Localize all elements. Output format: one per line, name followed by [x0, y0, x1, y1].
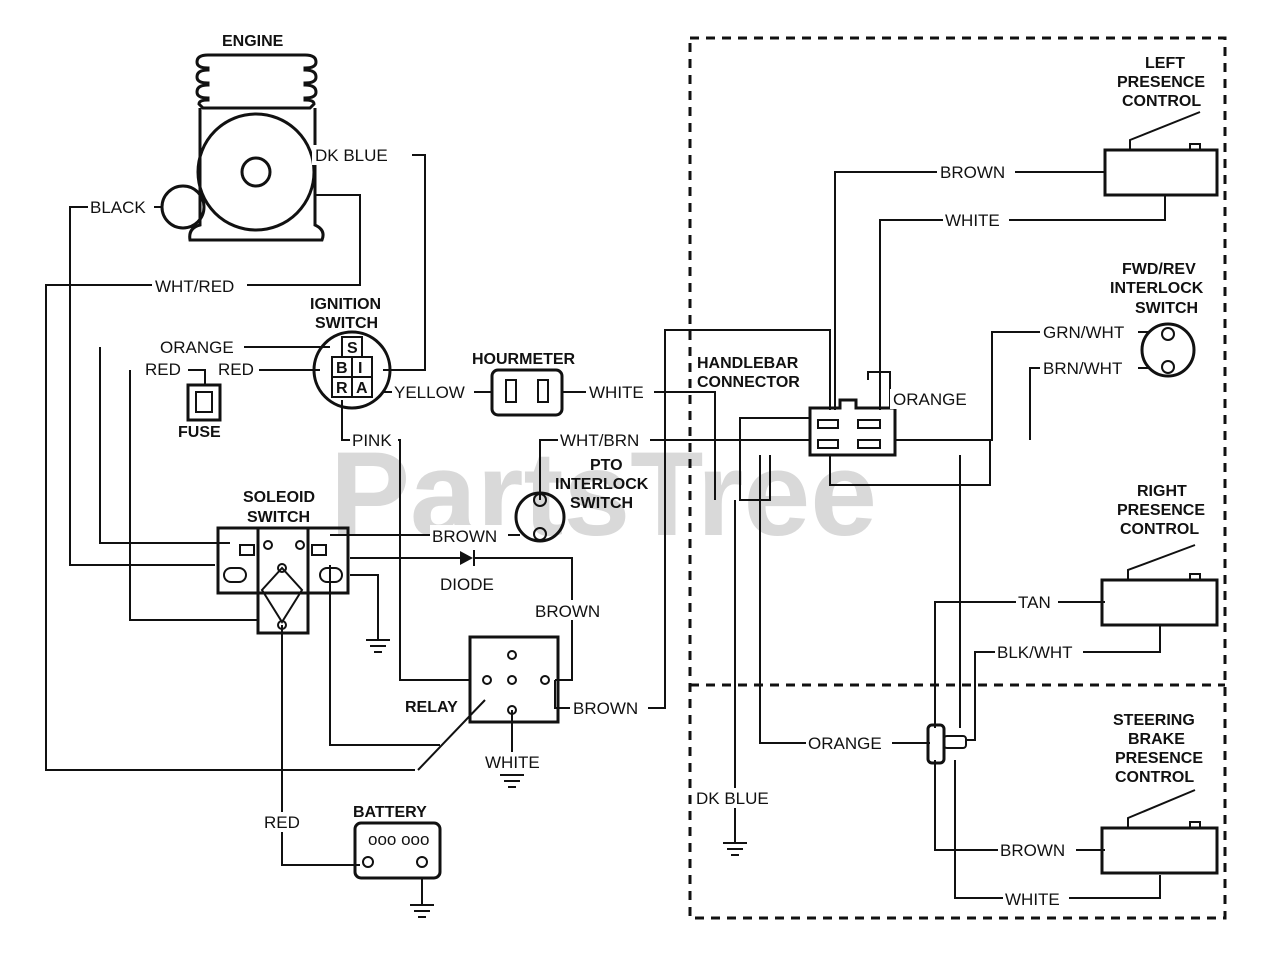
wire-black: BLACK	[90, 198, 146, 217]
battery-cells: ooo ooo	[368, 830, 429, 849]
wire-brown-left: BROWN	[940, 163, 1005, 182]
wire-yellow: YELLOW	[394, 383, 465, 402]
terminal-s: S	[347, 340, 358, 357]
left-presence-label-1: LEFT	[1145, 55, 1185, 72]
ignition-label-1: IGNITION	[310, 296, 381, 313]
wire-orange-handlebar: ORANGE	[893, 390, 967, 409]
wire-brown-steering: BROWN	[1000, 841, 1065, 860]
wire-dk-blue-engine: DK BLUE	[315, 146, 388, 165]
engine: ENGINE	[160, 33, 325, 242]
wire-white-relay: WHITE	[485, 753, 540, 772]
wire-orange: ORANGE	[160, 338, 234, 357]
wire-white-steering: WHITE	[1005, 890, 1060, 909]
pto-label-1: PTO	[590, 457, 623, 474]
steering-connector	[926, 723, 967, 765]
ignition-label-2: SWITCH	[315, 315, 378, 332]
steering-label-4: CONTROL	[1115, 769, 1194, 786]
fwd-rev-label-1: FWD/REV	[1122, 261, 1196, 278]
wire-labels: DK BLUE BLACK WHT/RED ORANGE RED RED YEL…	[88, 145, 1138, 909]
wire-brown-relay: BROWN	[573, 699, 638, 718]
left-presence-control: LEFT PRESENCE CONTROL	[1103, 55, 1219, 197]
pto-label-3: SWITCH	[570, 495, 633, 512]
wire-white-hour: WHITE	[589, 383, 644, 402]
steering-brake-presence-control: STEERING BRAKE PRESENCE CONTROL	[1100, 712, 1219, 875]
wire-tan: TAN	[1018, 593, 1051, 612]
battery-label: BATTERY	[353, 804, 427, 821]
pto-label-2: INTERLOCK	[555, 476, 649, 493]
wire-orange-steering: ORANGE	[808, 734, 882, 753]
right-presence-control: RIGHT PRESENCE CONTROL	[1100, 483, 1219, 627]
handlebar-label-1: HANDLEBAR	[697, 355, 799, 372]
handlebar-label-2: CONNECTOR	[697, 374, 800, 391]
terminal-a: A	[356, 380, 368, 397]
engine-label: ENGINE	[222, 33, 284, 50]
wire-wht-red: WHT/RED	[155, 277, 234, 296]
wire-pink: PINK	[352, 431, 392, 450]
wire-red-1: RED	[145, 360, 181, 379]
diode-label: DIODE	[440, 575, 494, 594]
wire-wht-brn: WHT/BRN	[560, 431, 639, 450]
ignition-switch: IGNITION SWITCH S B I R A	[310, 296, 392, 410]
right-presence-label-3: CONTROL	[1120, 521, 1199, 538]
wire-red-battery: RED	[264, 813, 300, 832]
wire-blk-wht: BLK/WHT	[997, 643, 1073, 662]
terminal-b: B	[336, 360, 348, 377]
fuse-label: FUSE	[178, 424, 221, 441]
solenoid-label-2: SWITCH	[247, 509, 310, 526]
ground-relay	[500, 774, 524, 788]
solenoid-switch: SOLEOID SWITCH	[216, 489, 350, 635]
relay-label: RELAY	[405, 699, 458, 716]
wire-brown-pto: BROWN	[432, 527, 497, 546]
wire-dk-blue-ground: DK BLUE	[696, 789, 769, 808]
fwd-rev-label-3: SWITCH	[1135, 300, 1198, 317]
solenoid-label-1: SOLEOID	[243, 489, 315, 506]
wire-white-left: WHITE	[945, 211, 1000, 230]
left-presence-label-2: PRESENCE	[1117, 74, 1205, 91]
handlebar-connector: HANDLEBAR CONNECTOR	[697, 355, 897, 457]
pto-interlock-switch: PTO INTERLOCK SWITCH	[514, 457, 649, 543]
steering-label-1: STEERING	[1113, 712, 1195, 729]
ground-battery	[410, 904, 434, 918]
wire-brown-diode: BROWN	[535, 602, 600, 621]
terminal-i: I	[358, 360, 362, 377]
battery: BATTERY ooo ooo	[353, 804, 442, 905]
terminal-r: R	[336, 380, 348, 397]
fwd-rev-label-2: INTERLOCK	[1110, 280, 1204, 297]
right-presence-label-1: RIGHT	[1137, 483, 1187, 500]
ground-symbols	[366, 500, 747, 918]
right-presence-label-2: PRESENCE	[1117, 502, 1205, 519]
diode: DIODE	[440, 550, 494, 594]
handlebar-enclosure	[688, 36, 1227, 920]
wire-red-2: RED	[218, 360, 254, 379]
ground-solenoid	[366, 639, 390, 653]
fwd-rev-interlock-switch: FWD/REV INTERLOCK SWITCH	[1110, 261, 1204, 378]
wire-grn-wht: GRN/WHT	[1043, 323, 1124, 342]
left-presence-label-3: CONTROL	[1122, 93, 1201, 110]
steering-label-3: PRESENCE	[1115, 750, 1203, 767]
ground-handlebar	[723, 500, 747, 856]
hourmeter: HOURMETER	[472, 351, 576, 417]
hourmeter-label: HOURMETER	[472, 351, 576, 368]
steering-label-2: BRAKE	[1128, 731, 1185, 748]
wire-brn-wht: BRN/WHT	[1043, 359, 1122, 378]
fuse: FUSE	[178, 383, 222, 441]
relay: RELAY	[405, 635, 560, 724]
